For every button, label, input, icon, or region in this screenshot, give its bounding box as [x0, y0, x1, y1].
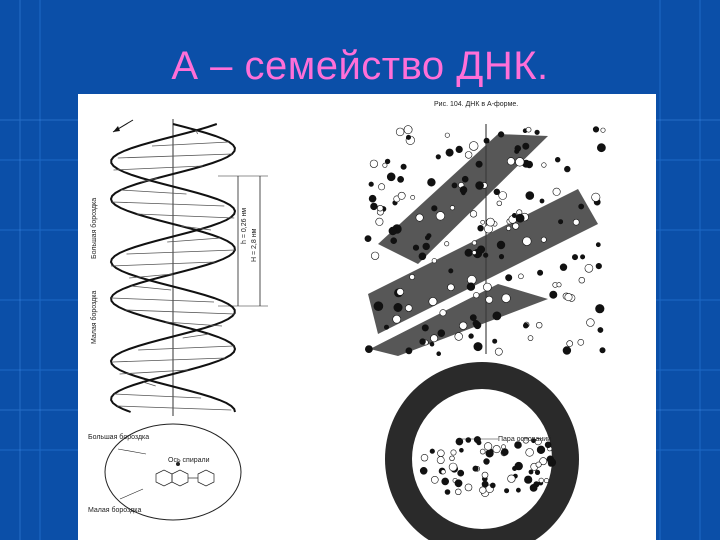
cross-section-outline	[104, 423, 242, 521]
atomic-model	[364, 124, 606, 357]
figure-caption: Рис. 104. ДНК в А-форме.	[434, 101, 518, 108]
bottom-minor-groove-label: Малая бороздка	[88, 506, 141, 514]
minor-groove-label: Малая бороздка	[90, 291, 98, 344]
bottom-major-groove-label: Большая бороздка	[88, 433, 149, 441]
pitch-label-large: H = 2,8 нм	[251, 228, 258, 262]
major-groove-label: Большая бороздка	[90, 198, 98, 259]
helix-base-pairs	[110, 129, 235, 411]
helix-strand-a	[109, 123, 237, 413]
helix-strand-b	[109, 123, 237, 413]
ring-base-pair-atoms	[419, 436, 557, 498]
atomic-model-backbone	[368, 134, 598, 356]
left-helix-ribbon: h = 0,26 нм H = 2,8 нм Большая бороздка …	[90, 119, 268, 416]
slide-title: А – семейство ДНК.	[171, 44, 549, 88]
base-pair-label: Пара оснований	[498, 435, 551, 443]
dna-a-form-figure: Рис. 104. ДНК в А-форме. h = 0,26 нм H =…	[78, 94, 656, 540]
pitch-label-small: h = 0,26 нм	[241, 208, 248, 244]
atomic-model-atoms	[364, 125, 606, 357]
helix-axis-label: Ось спирали	[168, 457, 210, 464]
ring-cross-section	[385, 362, 579, 540]
